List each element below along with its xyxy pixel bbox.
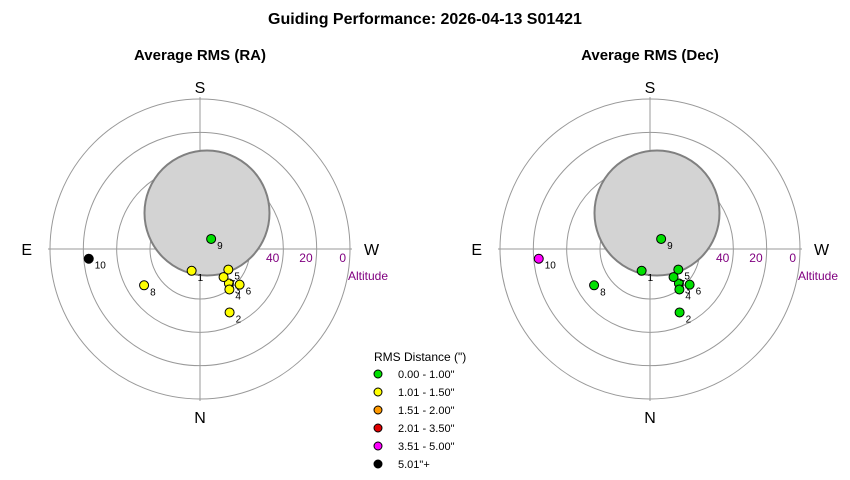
- rms-legend: RMS Distance (") 0.00 - 1.00" 1.01 - 1.50"…: [373, 350, 466, 471]
- legend-title: RMS Distance ("): [374, 350, 466, 364]
- legend-swatch: [373, 441, 383, 451]
- legend-entry-label: 5.01"+: [398, 459, 430, 471]
- polar-plot-dec: Average RMS (Dec)SNEW806040200Altitude12…: [471, 47, 838, 427]
- direction-label-left: E: [471, 242, 482, 259]
- altitude-tick-label: 40: [716, 251, 730, 265]
- data-point-10: [83, 253, 94, 264]
- polar-plot-ra: Average RMS (RA)SNEW806040200Altitude123…: [21, 47, 388, 427]
- data-point-8: [139, 280, 150, 291]
- plot-title: Average RMS (Dec): [581, 47, 719, 64]
- data-point-label: 8: [150, 287, 156, 298]
- direction-label-left: E: [21, 242, 32, 259]
- data-point-5: [223, 264, 234, 275]
- data-point-9: [656, 233, 667, 244]
- legend-swatch: [373, 369, 383, 379]
- moon-marker: [593, 149, 721, 277]
- direction-label-right: W: [814, 242, 830, 259]
- legend-swatch: [373, 423, 383, 433]
- plot-title: Average RMS (RA): [134, 47, 266, 64]
- data-point-label: 4: [235, 291, 241, 302]
- legend-swatch: [373, 405, 383, 415]
- legend-entry-label: 0.00 - 1.00": [398, 369, 455, 381]
- data-point-4: [224, 284, 235, 295]
- altitude-tick-label: 20: [299, 251, 313, 265]
- data-point-4: [674, 284, 685, 295]
- data-point-label: 7: [680, 279, 686, 290]
- data-point-label: 6: [696, 287, 702, 298]
- data-point-1: [186, 265, 197, 276]
- data-point-label: 2: [236, 314, 242, 325]
- data-point-label: 10: [545, 261, 557, 272]
- figure-title: Guiding Performance: 2026-04-13 S01421: [268, 11, 582, 28]
- altitude-tick-label: 20: [749, 251, 763, 265]
- data-point-label: 9: [217, 241, 223, 252]
- data-point-label: 6: [246, 287, 252, 298]
- data-point-label: 3: [685, 285, 691, 296]
- data-point-10: [533, 253, 544, 264]
- altitude-tick-label: 0: [789, 251, 796, 265]
- data-point-9: [206, 233, 217, 244]
- altitude-tick-label: 0: [339, 251, 346, 265]
- data-point-label: 4: [685, 291, 691, 302]
- direction-label-bottom: N: [644, 410, 656, 427]
- data-point-7: [668, 272, 679, 283]
- altitude-axis-label: Altitude: [798, 269, 838, 283]
- data-point-label: 8: [600, 287, 606, 298]
- legend-entry-label: 2.01 - 3.50": [398, 423, 455, 435]
- data-point-label: 7: [230, 279, 236, 290]
- data-point-1: [636, 265, 647, 276]
- legend-swatch: [373, 459, 383, 469]
- legend-swatch: [373, 387, 383, 397]
- legend-entry-label: 1.51 - 2.00": [398, 405, 455, 417]
- data-point-6: [684, 279, 695, 290]
- legend-entry-label: 3.51 - 5.00": [398, 441, 455, 453]
- data-point-5: [673, 264, 684, 275]
- direction-label-bottom: N: [194, 410, 206, 427]
- direction-label-top: S: [195, 80, 206, 97]
- data-point-label: 2: [686, 314, 692, 325]
- data-point-label: 9: [667, 241, 673, 252]
- direction-label-right: W: [364, 242, 380, 259]
- data-point-label: 1: [648, 273, 654, 284]
- data-point-8: [589, 280, 600, 291]
- data-point-label: 10: [95, 261, 107, 272]
- data-point-7: [218, 272, 229, 283]
- data-point-label: 3: [235, 285, 241, 296]
- data-point-label: 5: [684, 272, 690, 283]
- direction-label-top: S: [645, 80, 656, 97]
- altitude-tick-label: 40: [266, 251, 280, 265]
- data-point-2: [224, 307, 235, 318]
- data-point-label: 5: [234, 272, 240, 283]
- legend-entry-label: 1.01 - 1.50": [398, 387, 455, 399]
- data-point-6: [234, 279, 245, 290]
- moon-marker: [143, 149, 271, 277]
- data-point-2: [674, 307, 685, 318]
- altitude-axis-label: Altitude: [348, 269, 388, 283]
- data-point-label: 1: [198, 273, 204, 284]
